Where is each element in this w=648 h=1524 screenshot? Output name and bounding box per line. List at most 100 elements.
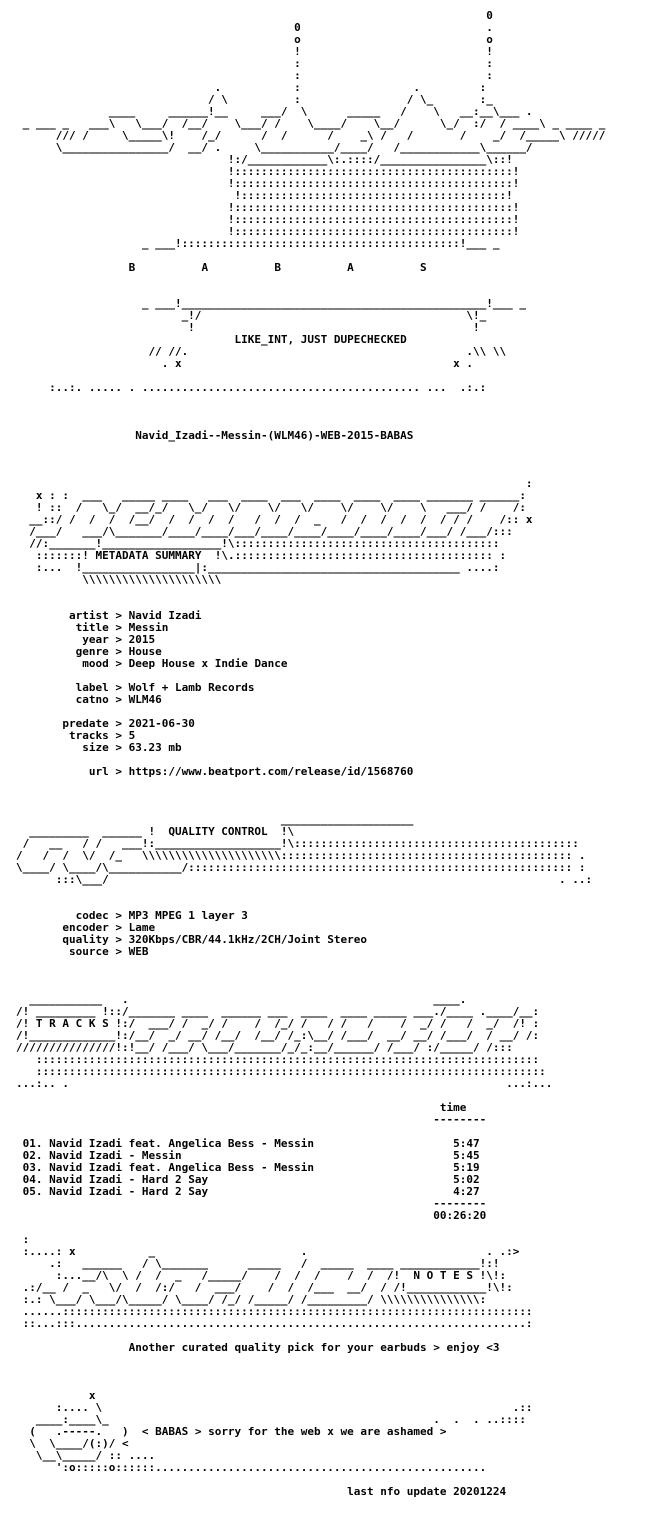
logo-letter: S bbox=[420, 261, 427, 274]
logo-letter: B bbox=[274, 261, 281, 274]
art-line: !:::::::::::::::::::::::::::::::::::::::… bbox=[16, 213, 520, 226]
total-time: 00:26:20 bbox=[433, 1209, 487, 1222]
art-line: :.: \___/ \___/\_____/ \____/ /_/ /_____… bbox=[16, 1293, 487, 1306]
art-line: .:/__ / _ \/ / /:/ / ___/ / / /___ __/ /… bbox=[16, 1281, 513, 1294]
track-number: 04. bbox=[22, 1173, 43, 1186]
metadata-row: catno > WLM46 bbox=[75, 693, 162, 706]
art-line: : bbox=[16, 1233, 30, 1246]
metadata-key: catno bbox=[75, 693, 109, 706]
art-line: / / / \/ /_ \\\\\\\\\\\\\\\\\\\\\:::::::… bbox=[16, 849, 586, 862]
quality-section-title-line: _________ ______ ! QUALITY CONTROL !\ bbox=[16, 825, 295, 838]
art-line: ____:____\_ . . . ..:::: bbox=[16, 1413, 526, 1426]
metadata-value: 63.23 mb bbox=[128, 741, 182, 754]
footer-message: < BABAS > sorry for the web x we are ash… bbox=[141, 1425, 447, 1438]
art-line: !:::::::::::::::::::::::::::::::::::::::… bbox=[16, 225, 520, 238]
quality-row: codec > MP3 MPEG 1 layer 3 bbox=[75, 909, 248, 922]
art-line: \____/ \____/\___________/::::::::::::::… bbox=[16, 861, 586, 874]
art-line: / \ : / \_ :_ bbox=[16, 93, 493, 106]
notes-line: Another curated quality pick for your ea… bbox=[16, 1342, 646, 1354]
art-line bbox=[16, 274, 646, 286]
art-line: ! :: / \_/ __/_/ \_/ \/ \/ \/ \/ \/ \ __… bbox=[16, 501, 526, 514]
quality-section-title: QUALITY CONTROL bbox=[168, 825, 268, 838]
art-line: x : : ___ _____ ____ ___ ____ ___ ____ _… bbox=[16, 489, 526, 502]
metadata-value: Messin bbox=[128, 621, 169, 634]
tracks-section-title-line: /! T R A C K S !:/ ___/ / _/ / / /_/ / /… bbox=[16, 1017, 540, 1030]
track-number: 05. bbox=[22, 1185, 43, 1198]
quality-value: WEB bbox=[128, 945, 149, 958]
art-line: x bbox=[16, 1389, 96, 1402]
track-row: 03. Navid Izadi feat. Angelica Bess - Me… bbox=[16, 1162, 646, 1174]
metadata-value: Navid Izadi bbox=[128, 609, 202, 622]
metadata-value: Deep House x Indie Dance bbox=[128, 657, 288, 670]
track-title: Navid Izadi feat. Angelica Bess - Messin bbox=[49, 1137, 315, 1150]
art-line: .: ______ / \_______ _____ / _____ ____ … bbox=[16, 1257, 500, 1270]
art-line: !:::::::::::::::::::::::::::::::::::::::… bbox=[16, 189, 513, 202]
art-line: . x x . bbox=[16, 357, 473, 370]
metadata-row: size > 63.23 mb bbox=[82, 741, 182, 754]
art-line: ...:.. . ...:... bbox=[16, 1077, 553, 1090]
art-line: //:_______!__________________!\:::::::::… bbox=[16, 537, 500, 550]
metadata-value: 5 bbox=[128, 729, 136, 742]
art-line: \________________/ __/ . \___________/__… bbox=[16, 141, 533, 154]
art-line: : bbox=[16, 477, 533, 490]
art-line: _ ___ _ ___\ \___/ /__/ \___/ / \____/ \… bbox=[16, 117, 606, 130]
art-line: ::::::::::::::::::::::::::::::::::::::::… bbox=[16, 1053, 540, 1066]
art-line: !:/____________\:.::::/________________\… bbox=[16, 153, 513, 166]
nfo-document: 0 0 . o o ! bbox=[16, 10, 646, 1498]
metadata-key: tracks bbox=[68, 729, 109, 742]
quality-row: encoder > Lame bbox=[62, 921, 156, 934]
quality-key: encoder bbox=[62, 921, 109, 934]
art-line: ! ! bbox=[16, 321, 480, 334]
track-title: Navid Izadi - Hard 2 Say bbox=[49, 1173, 209, 1186]
art-line: : : bbox=[16, 69, 493, 82]
art-line: __::/ / / / /__/ / / / / / / / _ / / / /… bbox=[16, 513, 533, 526]
art-line: 0 . bbox=[16, 21, 493, 34]
art-line: ___________ . ____. bbox=[16, 993, 473, 1006]
track-title: Navid Izadi - Messin bbox=[49, 1149, 182, 1162]
tracklist-header: time bbox=[16, 1102, 646, 1114]
notes-text: Another curated quality pick for your ea… bbox=[128, 1341, 500, 1354]
art-line: : : bbox=[16, 57, 493, 70]
metadata-row: year > 2015 bbox=[82, 633, 156, 646]
metadata-value: 2015 bbox=[128, 633, 156, 646]
track-number: 01. bbox=[22, 1137, 43, 1150]
metadata-key: artist bbox=[68, 609, 109, 622]
track-number: 03. bbox=[22, 1161, 43, 1174]
art-line: ::...:::................................… bbox=[16, 1317, 533, 1330]
release-url[interactable]: https://www.beatport.com/release/id/1568… bbox=[128, 765, 414, 778]
art-line: !:::::::::::::::::::::::::::::::::::::::… bbox=[16, 165, 520, 178]
art-line: _ ___!::::::::::::::::::::::::::::::::::… bbox=[16, 237, 500, 250]
logo-tagline-line: LIKE_INT, JUST DUPECHECKED bbox=[16, 334, 646, 346]
logo-letter: A bbox=[201, 261, 209, 274]
release-name-line: Navid_Izadi--Messin-(WLM46)-WEB-2015-BAB… bbox=[16, 430, 646, 442]
art-line: :... !_________________|:_______________… bbox=[16, 561, 500, 574]
metadata-row: title > Messin bbox=[75, 621, 169, 634]
metadata-section-title: METADATA SUMMARY bbox=[95, 549, 202, 562]
art-line: o o bbox=[16, 33, 493, 46]
metadata-key: predate bbox=[62, 717, 109, 730]
art-line: ____ ______!__ ___/ \ _____ / \ __:__\__… bbox=[16, 105, 533, 118]
metadata-value: Wolf + Lamb Records bbox=[128, 681, 255, 694]
track-time: 4:27 bbox=[453, 1185, 480, 1198]
quality-row: quality > 320Kbps/CBR/44.1kHz/2CH/Joint … bbox=[62, 933, 368, 946]
art-line: // //. .\\ \\ bbox=[16, 345, 507, 358]
track-row: 04. Navid Izadi - Hard 2 Say 5:02 bbox=[16, 1174, 646, 1186]
art-line: /!_____________!:/__/ _/ __/ /__/ /__/ /… bbox=[16, 1029, 540, 1042]
metadata-row: mood > Deep House x Indie Dance bbox=[82, 657, 288, 670]
art-line: !:::::::::::::::::::::::::::::::::::::::… bbox=[16, 177, 520, 190]
metadata-section-title-line: :::::::! METADATA SUMMARY !\.:::::::::::… bbox=[16, 549, 507, 562]
art-line: :.... \ .:: bbox=[16, 1401, 533, 1414]
track-number: 02. bbox=[22, 1149, 43, 1162]
logo-letter: B bbox=[128, 261, 136, 274]
metadata-key: label bbox=[75, 681, 109, 694]
logo-letter: A bbox=[347, 261, 354, 274]
metadata-key: genre bbox=[75, 645, 109, 658]
logo-letters-line: B A B A S bbox=[16, 262, 646, 274]
art-line: ! ! bbox=[16, 45, 493, 58]
art-line: \__\_____/ :: .... bbox=[16, 1449, 156, 1462]
art-line: /! _________ !::/_______ ____ ______ ___… bbox=[16, 1005, 540, 1018]
last-update: last nfo update 20201224 bbox=[347, 1485, 507, 1498]
art-line: :::\___/ . ..: bbox=[16, 873, 593, 886]
footer-message-line: ( .-----. ) < BABAS > sorry for the web … bbox=[16, 1425, 447, 1438]
art-line: ':o:::::o::::::.........................… bbox=[16, 1461, 487, 1474]
